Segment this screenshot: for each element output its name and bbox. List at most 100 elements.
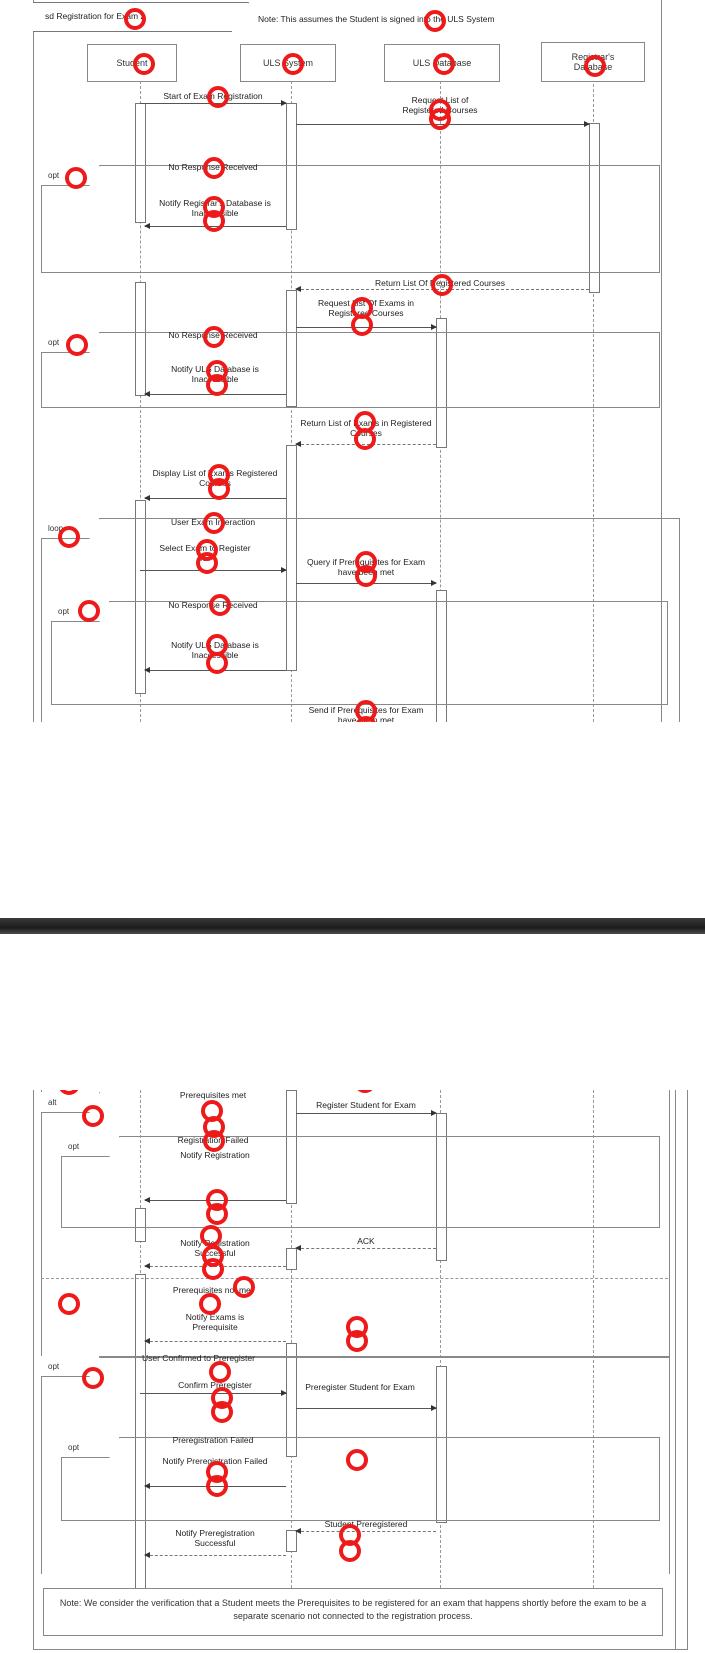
top-note: Note: This assumes the Student is signed…	[258, 14, 495, 24]
annotation-marker	[206, 1203, 228, 1225]
annotation-marker	[433, 53, 455, 75]
message-label: ACK	[357, 1236, 375, 1246]
annotation-marker	[206, 374, 228, 396]
fragment-opt: opt	[61, 1437, 660, 1521]
annotation-marker	[584, 55, 606, 77]
fragment-tag-label: opt	[58, 607, 70, 616]
window-separator-band	[0, 918, 705, 934]
annotation-marker	[202, 1258, 224, 1280]
frame-left-border	[33, 1090, 34, 1650]
message-label: Preregister Student for Exam	[305, 1382, 415, 1392]
frame-right-border	[687, 1090, 688, 1650]
message-label: Confirm Preregister	[178, 1380, 252, 1390]
annotation-marker	[209, 594, 231, 616]
annotation-marker	[207, 86, 229, 108]
arrowhead	[295, 286, 301, 292]
annotation-marker	[65, 167, 87, 189]
annotation-marker	[196, 552, 218, 574]
fragment-tag-label: opt	[48, 1362, 60, 1371]
message-label: Register Student for Exam	[316, 1100, 416, 1110]
arrowhead	[431, 1405, 437, 1411]
fragment-tag-label: opt	[68, 1142, 80, 1151]
fragment-tag-label: loop	[48, 524, 64, 533]
return-arrow	[295, 1245, 436, 1251]
lifeline-registrars-line	[593, 84, 594, 722]
annotation-marker	[82, 1105, 104, 1127]
arrowhead	[584, 121, 590, 127]
annotation-marker	[429, 108, 451, 130]
fragment-opt: opt	[41, 332, 660, 408]
activation-bar	[135, 1208, 146, 1242]
annotation-marker	[208, 478, 230, 500]
activation-bar	[286, 445, 297, 671]
arrowhead	[281, 100, 287, 106]
annotation-marker	[282, 53, 304, 75]
arrowhead	[281, 567, 287, 573]
annotation-marker	[199, 1293, 221, 1315]
arrowhead	[295, 1528, 301, 1534]
guard-label: Preregistration Failed	[172, 1435, 254, 1445]
activation-bar	[286, 103, 297, 230]
activation-bar	[436, 1113, 447, 1261]
annotation-marker	[58, 1293, 80, 1315]
activation-bar	[286, 1090, 297, 1204]
message-arrow	[296, 1110, 437, 1116]
annotation-marker	[355, 565, 377, 587]
annotation-marker	[203, 326, 225, 348]
return-arrow	[295, 1528, 436, 1534]
fragment-tag-label: opt	[48, 338, 60, 347]
bottom-note: Note: We consider the verification that …	[43, 1588, 663, 1636]
annotation-marker	[431, 274, 453, 296]
arrowhead	[431, 1110, 437, 1116]
activation-bar	[286, 1248, 297, 1270]
arrowhead	[144, 1552, 150, 1558]
annotation-marker	[200, 1225, 222, 1247]
lifeline-student-line	[140, 81, 141, 722]
guard-label: Prerequisites not met	[172, 1285, 254, 1295]
arrowhead	[144, 495, 150, 501]
annotation-marker	[424, 10, 446, 32]
annotation-marker	[206, 652, 228, 674]
guard-label: Prerequisites met	[179, 1090, 247, 1100]
arrowhead	[144, 1338, 150, 1344]
annotation-marker	[211, 1401, 233, 1423]
diagram-panel-top: sd Registration for Exam 2 Note: This as…	[0, 0, 705, 722]
frame-inner-right-border	[675, 1090, 676, 1650]
alt-operand-divider	[41, 1278, 668, 1279]
annotation-marker	[233, 1276, 255, 1298]
return-arrow	[144, 1338, 286, 1344]
activation-bar	[286, 290, 297, 407]
arrowhead	[144, 391, 150, 397]
guard-label: User Confirmed to Preregister	[142, 1353, 255, 1363]
activation-bar	[436, 318, 447, 448]
arrowhead	[144, 1483, 150, 1489]
arrowhead	[144, 223, 150, 229]
arrowhead	[431, 580, 437, 586]
annotation-marker	[203, 512, 225, 534]
fragment-opt: opt	[51, 601, 668, 705]
return-arrow	[144, 1552, 286, 1558]
annotation-marker	[354, 428, 376, 450]
annotation-marker	[66, 334, 88, 356]
activation-bar	[286, 1343, 297, 1457]
message-label: Notify Exams is Prerequisite	[185, 1312, 245, 1332]
frame-bottom-border	[33, 1649, 688, 1650]
diagram-panel-bottom: alt opt opt opt Prerequisites met Regist…	[0, 1090, 705, 1653]
diagram-title: sd Registration for Exam 2	[45, 11, 146, 21]
annotation-marker	[346, 1330, 368, 1352]
annotation-marker	[203, 1130, 225, 1152]
annotation-marker	[58, 526, 80, 548]
annotation-marker	[339, 1540, 361, 1562]
message-label: Student Preregistered	[324, 1519, 408, 1529]
activation-bar	[135, 282, 146, 396]
arrowhead	[295, 1245, 301, 1251]
fragment-opt: opt	[41, 165, 660, 273]
activation-bar	[135, 500, 146, 694]
message-label: Notify Preregistration Successful	[175, 1528, 255, 1548]
arrowhead	[295, 441, 301, 447]
fragment-tag-label: alt	[48, 1098, 57, 1107]
annotation-marker	[78, 600, 100, 622]
annotation-marker	[346, 1449, 368, 1471]
frame-left-border	[33, 0, 34, 722]
annotation-marker	[206, 1475, 228, 1497]
